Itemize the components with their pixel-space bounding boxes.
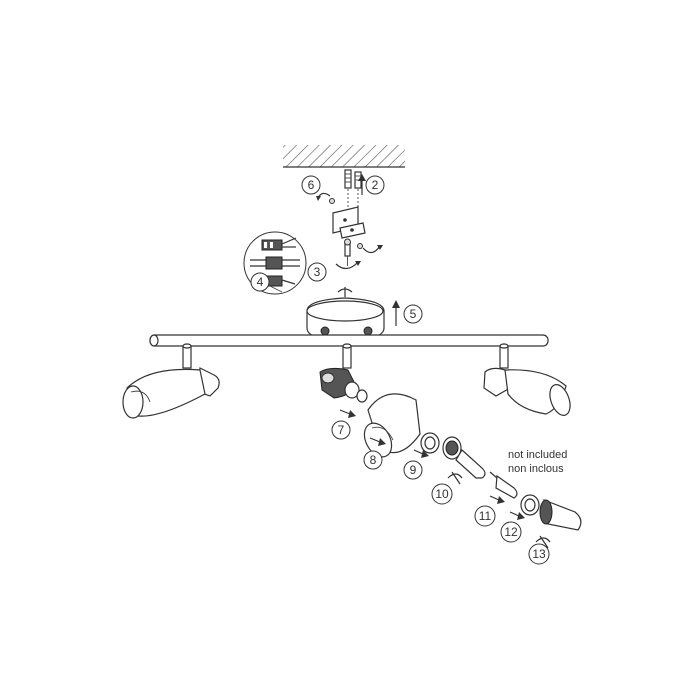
direction-arrows: [339, 409, 525, 520]
step-label-11: 11: [474, 505, 496, 527]
step-label-5: 5: [403, 304, 423, 324]
ring-part-9: [420, 432, 440, 454]
step-label-12: 12: [500, 521, 522, 543]
screw-icon: [316, 192, 383, 270]
ring-part-12: [520, 494, 540, 516]
middle-lampholder: [319, 343, 368, 403]
ring-part-10: [442, 436, 462, 460]
note-line-2: non inclous: [508, 463, 564, 475]
step-label-9: 9: [403, 460, 423, 480]
up-arrow-icon: [392, 300, 400, 326]
step-label-7: 7: [331, 420, 351, 440]
step-label-2: 2: [365, 175, 385, 195]
up-arrow-icon: [358, 174, 366, 195]
end-cap-part-13: [539, 499, 582, 531]
right-spotlight: [483, 343, 571, 416]
left-spotlight: [122, 343, 220, 419]
step-label-4: 4: [250, 272, 270, 292]
middle-shade: [363, 393, 421, 458]
mounting-bracket-icon: [332, 206, 366, 239]
wall-plug-icon: [344, 169, 362, 210]
svg-text:8: 8: [370, 453, 377, 467]
svg-text:11: 11: [479, 509, 492, 523]
svg-text:10: 10: [435, 487, 449, 501]
glass-tube: [455, 449, 486, 479]
svg-text:13: 13: [532, 547, 546, 561]
svg-text:4: 4: [257, 275, 264, 289]
svg-text:6: 6: [308, 178, 315, 192]
svg-text:9: 9: [410, 463, 417, 477]
svg-text:12: 12: [504, 525, 518, 539]
step-label-10: 10: [431, 483, 453, 505]
bulb-icon: [489, 471, 518, 499]
step-label-8: 8: [363, 450, 383, 470]
svg-text:5: 5: [410, 307, 417, 321]
svg-text:2: 2: [372, 178, 379, 192]
step-label-6: 6: [301, 175, 321, 195]
step-label-3: 3: [307, 262, 327, 282]
step-label-13: 13: [528, 543, 550, 565]
note-line-1: not included: [508, 449, 567, 461]
svg-text:3: 3: [314, 265, 321, 279]
screwdriver-icon: [447, 471, 551, 549]
ceiling-hatch-icon: [283, 145, 405, 168]
canopy-icon: [306, 287, 385, 342]
svg-text:7: 7: [338, 423, 345, 437]
